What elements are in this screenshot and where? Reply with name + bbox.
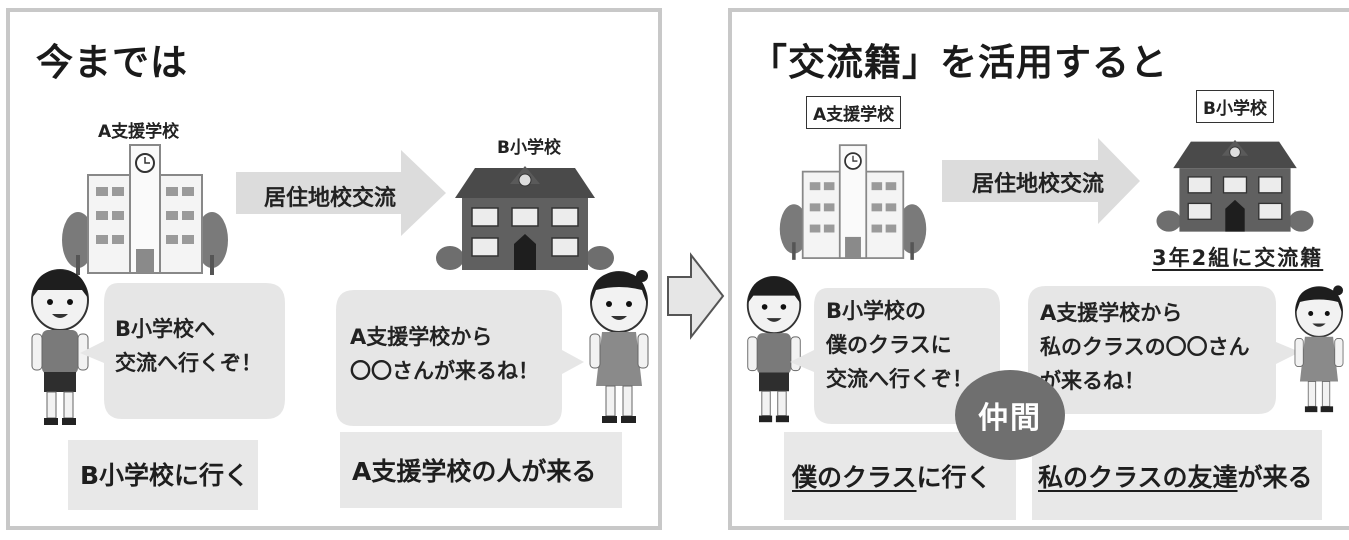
boy-speech-bubble bbox=[80, 283, 285, 419]
boy-icon bbox=[746, 275, 802, 423]
boy-result-text: 僕のクラスに行く bbox=[792, 458, 992, 494]
boy-result-underlined: 僕のクラス bbox=[792, 463, 917, 492]
girl-result-text: A支援学校の人が来る bbox=[352, 457, 597, 486]
nakama-badge: 仲間 bbox=[955, 370, 1065, 460]
school-a-label: A支援学校 bbox=[806, 96, 902, 129]
girl-icon bbox=[589, 270, 649, 423]
boy-result-text: B小学校に行く bbox=[80, 461, 250, 490]
class-registration-label: 3年2組に交流籍 bbox=[1152, 246, 1324, 270]
girl-speech-text: A支援学校から 〇〇さんが来るね！ bbox=[350, 325, 539, 383]
elementary-school-building-icon bbox=[1156, 139, 1314, 232]
flow-label: 居住地校交流 bbox=[264, 186, 397, 211]
boy-speech-text: B小学校の 僕のクラスに 交流へ行くぞ！ bbox=[826, 299, 973, 391]
boy-result-box bbox=[68, 440, 258, 510]
after-title: 「交流籍」を活用すると bbox=[750, 41, 1168, 84]
school-b-label: B小学校 bbox=[497, 138, 561, 158]
girl-speech-bubble bbox=[1028, 286, 1300, 414]
support-school-building-icon bbox=[62, 144, 228, 275]
girl-speech-bubble bbox=[336, 290, 584, 426]
elementary-school-building-icon bbox=[436, 166, 614, 270]
flow-label: 居住地校交流 bbox=[972, 172, 1105, 197]
boy-speech-text: B小学校へ 交流へ行くぞ！ bbox=[115, 317, 262, 375]
school-b-label: B小学校 bbox=[1196, 90, 1274, 123]
boy-icon bbox=[31, 269, 89, 425]
boy-speech-bubble bbox=[790, 288, 1000, 424]
girl-result-text: 私のクラスの友達が来る bbox=[1038, 458, 1313, 494]
before-title: 今までは bbox=[36, 41, 188, 84]
transition-arrow bbox=[667, 252, 725, 340]
girl-speech-text: A支援学校から 私のクラスの〇〇さん が来るね！ bbox=[1040, 301, 1250, 393]
support-school-building-icon bbox=[779, 144, 927, 260]
boy-result-rest: に行く bbox=[916, 463, 992, 492]
girl-result-box bbox=[1032, 430, 1322, 520]
girl-result-underlined-2: 友達 bbox=[1187, 463, 1238, 492]
girl-result-box bbox=[340, 432, 622, 508]
girl-result-rest: が来る bbox=[1237, 463, 1313, 492]
girl-result-underlined-1: 私のクラスの bbox=[1038, 463, 1188, 492]
flow-arrow bbox=[942, 138, 1140, 224]
school-a-label: A支援学校 bbox=[98, 122, 180, 142]
girl-icon bbox=[1294, 285, 1344, 413]
flow-arrow bbox=[236, 150, 446, 236]
